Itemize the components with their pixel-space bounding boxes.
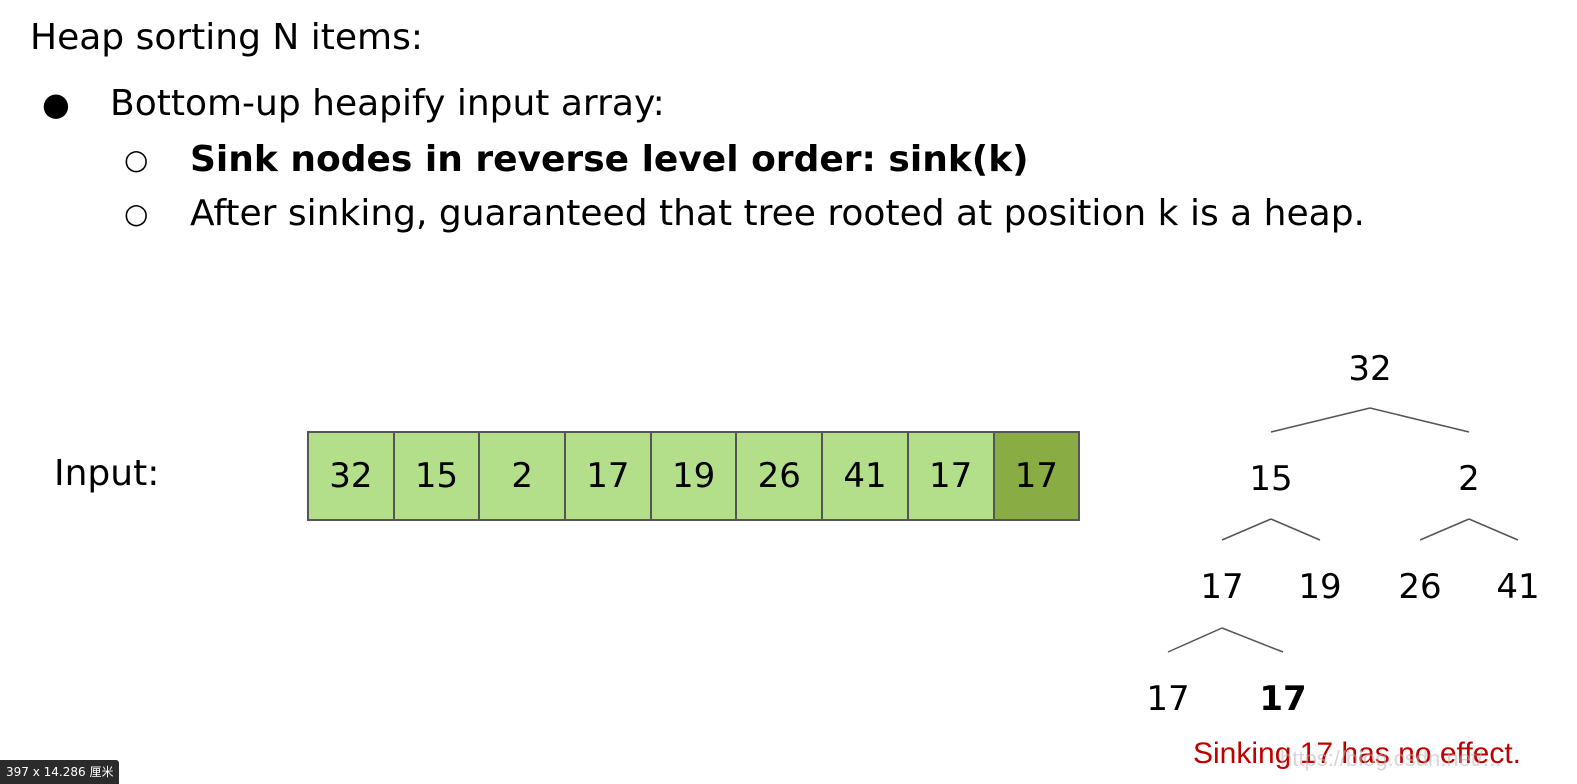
tree-edge xyxy=(1419,518,1470,541)
bullet-2-text: Sink nodes in reverse level order: sink(… xyxy=(190,139,1029,180)
tree-edge xyxy=(1167,627,1223,653)
hollow-bullet-icon: ○ xyxy=(124,197,149,230)
tree-edge xyxy=(1221,518,1272,541)
tree-node: 26 xyxy=(1398,567,1441,607)
array-cell: 15 xyxy=(394,433,479,519)
tree-edge xyxy=(1270,518,1321,541)
input-label: Input: xyxy=(54,453,160,494)
tree-node: 41 xyxy=(1496,567,1539,607)
array-cell: 17 xyxy=(566,433,650,519)
tree-edge xyxy=(1369,407,1470,433)
array-cell-current: 17 xyxy=(994,433,1079,519)
array-cell: 2 xyxy=(480,433,565,519)
bullet-3-text: After sinking, guaranteed that tree root… xyxy=(190,193,1365,234)
array-cell: 32 xyxy=(309,433,393,519)
tree-edge xyxy=(1221,627,1284,653)
tree-node: 19 xyxy=(1298,567,1341,607)
hollow-bullet-icon: ○ xyxy=(124,143,149,176)
tree-node: 2 xyxy=(1458,459,1480,499)
array-cell: 26 xyxy=(737,433,822,519)
filled-bullet-icon: ● xyxy=(42,85,70,123)
sink-note: Sinking 17 has no effect. xyxy=(1193,737,1522,770)
tree-node: 15 xyxy=(1249,459,1292,499)
tree-node: 17 xyxy=(1200,567,1243,607)
array-cell: 41 xyxy=(823,433,907,519)
tree-node: 17 xyxy=(1146,679,1189,719)
input-array: 32 15 2 17 19 26 41 17 17 xyxy=(307,431,1081,521)
size-badge: 397 x 14.286 厘米 xyxy=(0,760,120,784)
tree-edge xyxy=(1270,407,1371,433)
bullet-1-text: Bottom-up heapify input array: xyxy=(110,83,665,124)
array-cell: 17 xyxy=(908,433,993,519)
slide-title: Heap sorting N items: xyxy=(30,17,423,58)
tree-node-current: 17 xyxy=(1259,679,1306,719)
watermark: https://blog.csdn.net/... xyxy=(1280,746,1502,771)
array-cell: 19 xyxy=(651,433,736,519)
tree-node: 32 xyxy=(1348,349,1391,389)
tree-edge xyxy=(1468,518,1519,541)
